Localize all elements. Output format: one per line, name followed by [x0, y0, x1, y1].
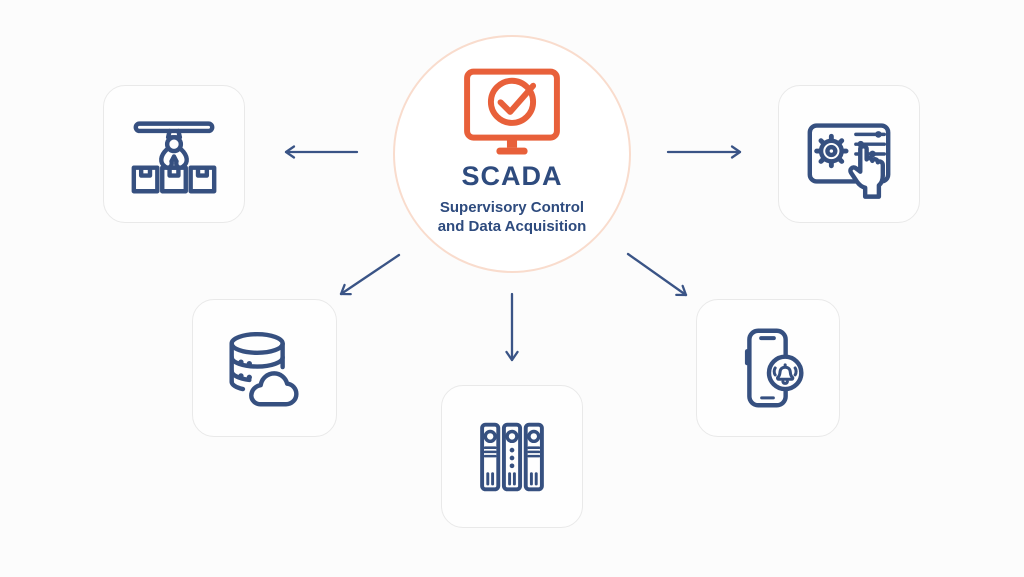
node-card-servers — [441, 385, 583, 528]
monitor-checkmark-icon — [464, 68, 560, 155]
diagram-subtitle-line1: Supervisory Control — [439, 199, 585, 216]
arrow-to-database-cloud — [339, 253, 401, 296]
arrow-to-mobile-alerts — [626, 252, 688, 297]
diagram-subtitle: Supervisory Control and Data Acquisition — [438, 198, 587, 236]
control-panel-touch-icon — [807, 123, 891, 199]
robotic-gripper-boxes-icon — [131, 121, 217, 194]
node-card-control-panel — [778, 85, 920, 223]
diagram-subtitle-line2: and Data Acquisition — [437, 218, 587, 236]
node-card-mobile-alerts — [696, 299, 840, 437]
scada-hub: SCADA Supervisory Control and Data Acqui… — [393, 35, 631, 273]
phone-notification-bell-icon — [744, 328, 804, 408]
node-card-database-cloud — [192, 299, 337, 437]
database-cloud-icon — [228, 331, 299, 407]
node-card-robotic-handling — [103, 85, 245, 223]
diagram-title: SCADA — [461, 161, 563, 191]
server-racks-icon — [480, 422, 544, 491]
